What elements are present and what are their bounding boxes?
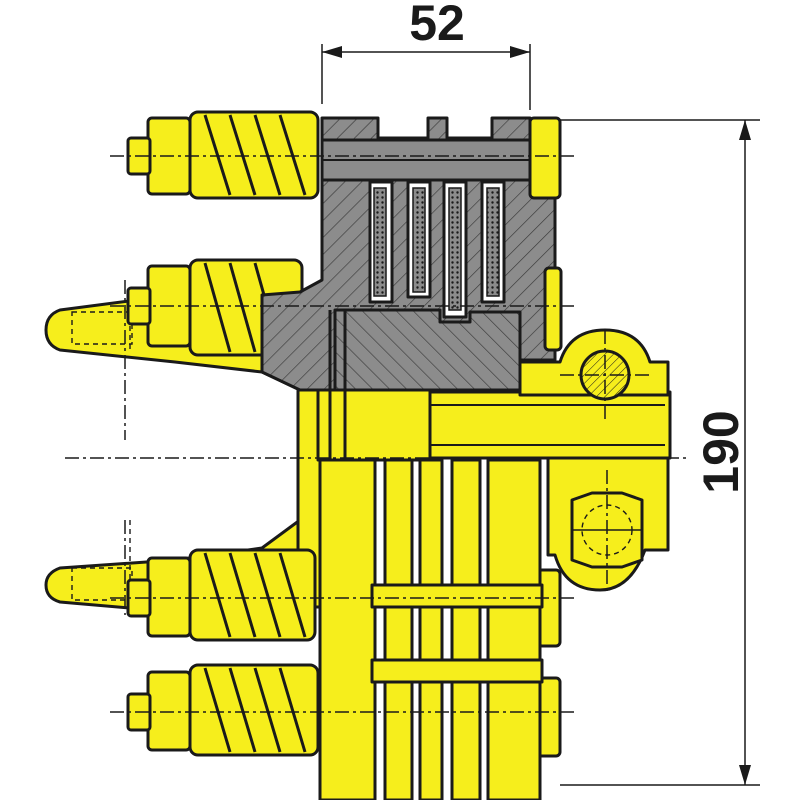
dimension-height-label: 190: [693, 410, 749, 493]
dimension-width-label: 52: [409, 0, 465, 51]
nut-lower-mid: [126, 556, 192, 638]
bolt-head-upper: [528, 116, 562, 200]
spring-upper: [188, 110, 320, 200]
spring-lower: [188, 663, 320, 757]
bolt-head-upper-mid: [543, 266, 563, 352]
clutch-plates: [316, 310, 544, 800]
spring-lower-mid: [188, 548, 317, 642]
center-lines: [65, 155, 690, 713]
dimension-width: 52: [321, 0, 531, 110]
nut-lower: [126, 670, 192, 752]
dimension-height: 190: [560, 119, 760, 786]
